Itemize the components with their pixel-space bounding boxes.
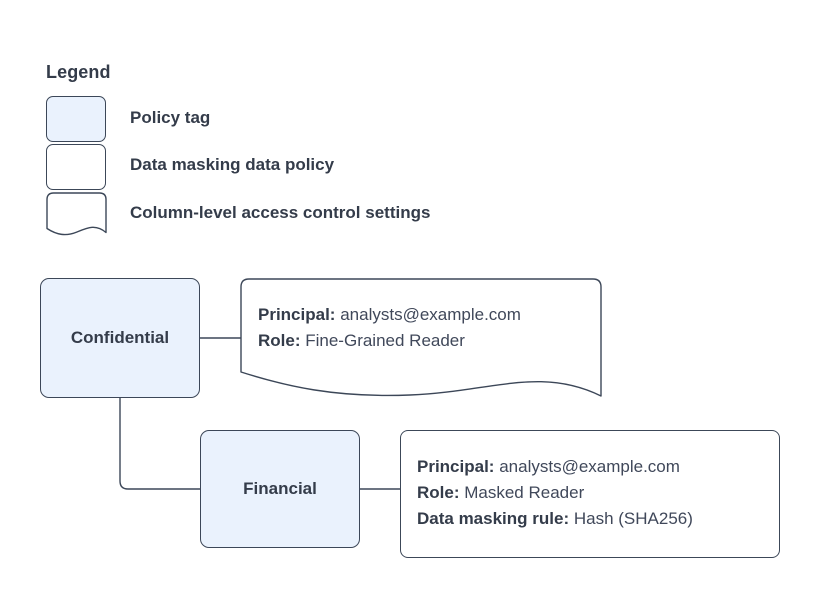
legend-label-data-masking-policy: Data masking data policy — [130, 155, 335, 174]
callout-line-key: Principal: — [417, 457, 495, 476]
callout-financial-masking-policy[interactable]: Principal: analysts@example.com Role: Ma… — [400, 430, 780, 558]
node-financial-label: Financial — [243, 479, 317, 498]
callout-line: Data masking rule: Hash (SHA256) — [417, 506, 693, 532]
edge-confidential-to-financial — [119, 398, 200, 490]
callout-line: Role: Fine-Grained Reader — [258, 328, 521, 354]
node-confidential[interactable]: Confidential — [40, 278, 200, 398]
callout-line-value: analysts@example.com — [340, 305, 521, 324]
document-wavy-bottom-shape — [240, 278, 602, 397]
callout-line-value: analysts@example.com — [499, 457, 680, 476]
callout-line-key: Principal: — [258, 305, 336, 324]
callout-line: Principal: analysts@example.com — [417, 454, 693, 480]
legend-label-policy-tag: Policy tag — [130, 108, 211, 127]
callout-line: Principal: analysts@example.com — [258, 302, 521, 328]
node-confidential-label: Confidential — [70, 328, 170, 347]
legend-label-access-control-settings: Column-level access control settings — [130, 203, 431, 222]
callout-confidential-access-settings[interactable]: Principal: analysts@example.com Role: Fi… — [240, 278, 602, 400]
legend-item-policy-tag: Policy tag — [0, 96, 700, 142]
callout-line-key: Role: — [417, 483, 460, 502]
rounded-rect-icon — [46, 144, 106, 190]
legend-item-data-masking-policy: Data masking data policy — [0, 144, 700, 190]
node-financial[interactable]: Financial — [200, 430, 360, 548]
document-wavy-bottom-icon — [46, 192, 107, 236]
callout-line-value: Fine-Grained Reader — [305, 331, 465, 350]
callout-line-value: Hash (SHA256) — [573, 509, 693, 528]
legend-title: Legend — [46, 62, 111, 82]
callout-line-value: Masked Reader — [464, 483, 585, 502]
legend: Legend Policy tag Data masking data poli… — [0, 0, 700, 250]
legend-swatch-access-control-settings — [46, 192, 108, 240]
callout-confidential-body: Principal: analysts@example.com Role: Fi… — [258, 302, 521, 354]
callout-financial-body: Principal: analysts@example.com Role: Ma… — [417, 454, 693, 532]
callout-line: Role: Masked Reader — [417, 480, 693, 506]
callout-line-key: Data masking rule: — [417, 509, 570, 528]
callout-line-key: Role: — [258, 331, 301, 350]
legend-swatch-data-masking-policy — [46, 144, 106, 190]
rounded-rect-filled-icon — [46, 96, 106, 142]
legend-item-access-control-settings: Column-level access control settings — [0, 192, 700, 236]
legend-swatch-policy-tag — [46, 96, 106, 142]
